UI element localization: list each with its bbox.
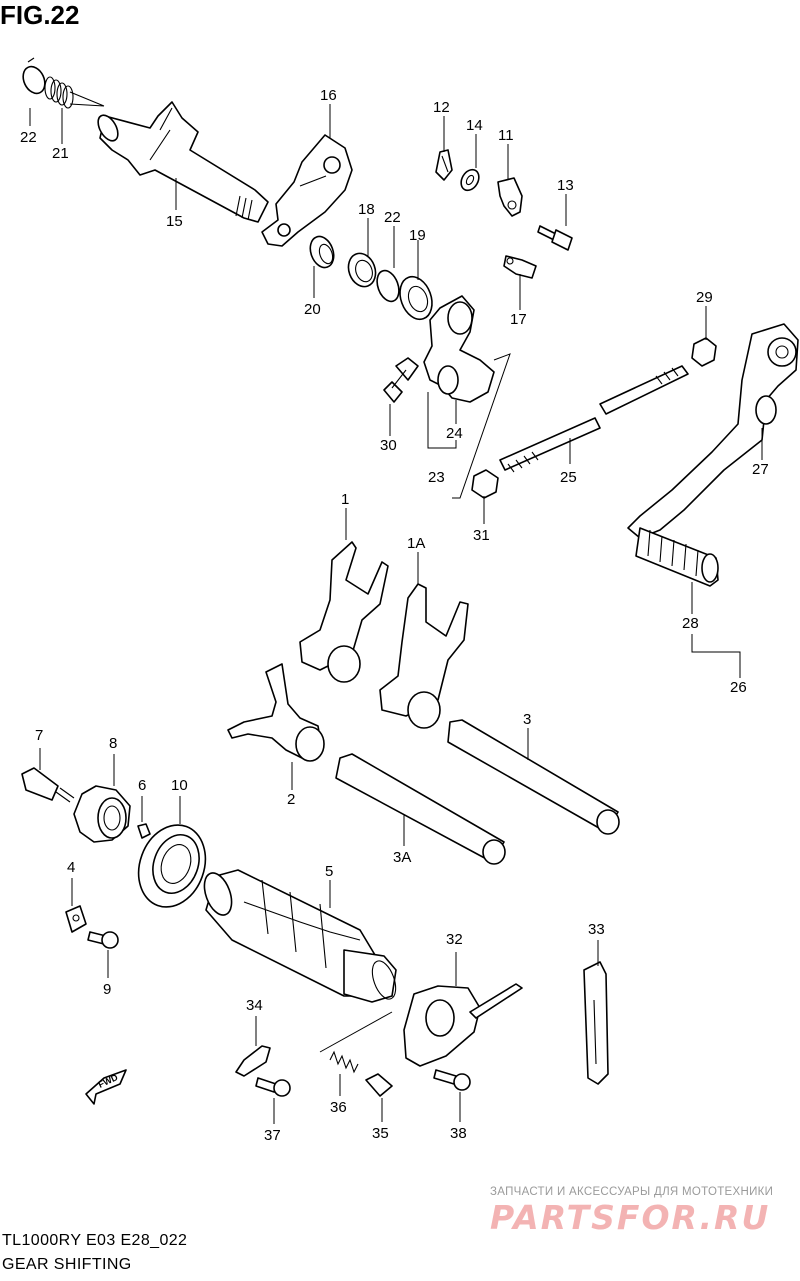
callout-20: 20 (304, 301, 321, 318)
retainer-part-34 (235, 1045, 271, 1077)
shift-fork-part-1 (299, 541, 389, 683)
shift-shaft-part-15 (97, 101, 269, 223)
callout-17: 17 (510, 311, 527, 328)
callout-11: 11 (498, 127, 514, 144)
screw-part-37 (255, 1077, 291, 1097)
callout-6: 6 (138, 777, 146, 794)
callout-2: 2 (287, 791, 295, 808)
callout-33: 33 (588, 921, 605, 938)
callout-labels: 22 21 15 16 12 14 11 13 18 22 19 20 17 2… (20, 87, 769, 1144)
bolt-part-30 (383, 357, 419, 403)
bearing-part-10 (137, 824, 207, 908)
callout-21: 21 (52, 145, 69, 162)
callout-34: 34 (246, 997, 263, 1014)
pin-part-35 (365, 1073, 393, 1097)
callout-37: 37 (264, 1127, 281, 1144)
pedal-bolt-part-27 (755, 395, 777, 425)
fwd-arrow-icon: FWD (85, 1069, 127, 1105)
callout-1: 1 (341, 491, 349, 508)
seal-part-19 (399, 275, 433, 321)
callout-5: 5 (325, 863, 333, 880)
fork-shaft-part-3 (447, 719, 620, 835)
callout-7: 7 (35, 727, 43, 744)
callout-26: 26 (730, 679, 747, 696)
spring-part-36 (329, 1050, 359, 1074)
callout-19: 19 (409, 227, 426, 244)
callout-13: 13 (557, 177, 574, 194)
callout-35: 35 (372, 1125, 389, 1142)
section-title: GEAR SHIFTING (2, 1256, 132, 1273)
shift-arm-part-16 (261, 134, 353, 247)
callout-4: 4 (67, 859, 75, 876)
shift-rod-part-25 (499, 365, 689, 473)
neutral-switch-part-17 (503, 255, 537, 279)
callout-24: 24 (446, 425, 463, 442)
watermark-tagline: ЗАПЧАСТИ И АКСЕССУАРЫ ДЛЯ МОТОТЕХНИКИ (490, 1186, 774, 1198)
callout-16: 16 (320, 87, 337, 104)
callout-8: 8 (109, 735, 117, 752)
callout-38: 38 (450, 1125, 467, 1142)
figure-label: FIG.22 (0, 0, 80, 30)
model-code: TL1000RY E03 E28_022 (2, 1232, 188, 1249)
spring-part-12 (435, 149, 453, 181)
callout-18: 18 (358, 201, 375, 218)
shift-lever-arm-part-24 (423, 295, 495, 403)
callout-30: 30 (380, 437, 397, 454)
callout-10: 10 (171, 777, 188, 794)
shift-fork-part-1a (379, 583, 469, 729)
washer-part-18 (347, 252, 377, 288)
washer-part-14 (460, 168, 480, 192)
pedal-rubber-part-28 (635, 527, 719, 587)
circlip-part-22-b (376, 269, 400, 303)
screw-part-9 (87, 931, 119, 949)
pin-part-6 (137, 823, 151, 839)
watermark-logo: PARTSFOR.RU (490, 1198, 771, 1237)
callout-1a: 1A (407, 535, 425, 552)
circlip-part-22 (22, 57, 46, 95)
callout-29: 29 (696, 289, 713, 306)
seal-part-20 (309, 235, 335, 269)
callout-28: 28 (682, 615, 699, 632)
pin-part-7 (21, 767, 75, 803)
fork-shaft-part-3a (335, 753, 506, 865)
leader-lines (29, 104, 763, 1124)
stopper-arm-part-11 (497, 177, 523, 217)
plate-part-4 (65, 905, 87, 933)
nut-part-29 (691, 337, 717, 367)
callout-27: 27 (752, 461, 769, 478)
shift-pedal-part-26 (627, 323, 799, 539)
callout-32: 32 (446, 931, 463, 948)
callout-31: 31 (473, 527, 490, 544)
callout-15: 15 (166, 213, 183, 230)
cam-guide-part-32 (403, 983, 523, 1067)
bracket-part-33 (583, 961, 609, 1085)
callout-3a: 3A (393, 849, 411, 866)
callout-14: 14 (466, 117, 483, 134)
callout-23: 23 (428, 469, 445, 486)
gearshift-cam-part-5 (203, 869, 397, 1003)
callout-12: 12 (433, 99, 450, 116)
callout-22-b: 22 (384, 209, 401, 226)
callout-25: 25 (560, 469, 577, 486)
screw-part-38 (433, 1069, 471, 1091)
cam-stopper-part-8 (73, 785, 131, 843)
callout-36: 36 (330, 1099, 347, 1116)
bolt-part-13 (537, 225, 573, 251)
shift-fork-part-2 (227, 663, 325, 762)
callout-9: 9 (103, 981, 111, 998)
spring-part-21 (44, 76, 105, 109)
callout-3: 3 (523, 711, 531, 728)
nut-part-31 (471, 469, 499, 499)
callout-22-a: 22 (20, 129, 37, 146)
